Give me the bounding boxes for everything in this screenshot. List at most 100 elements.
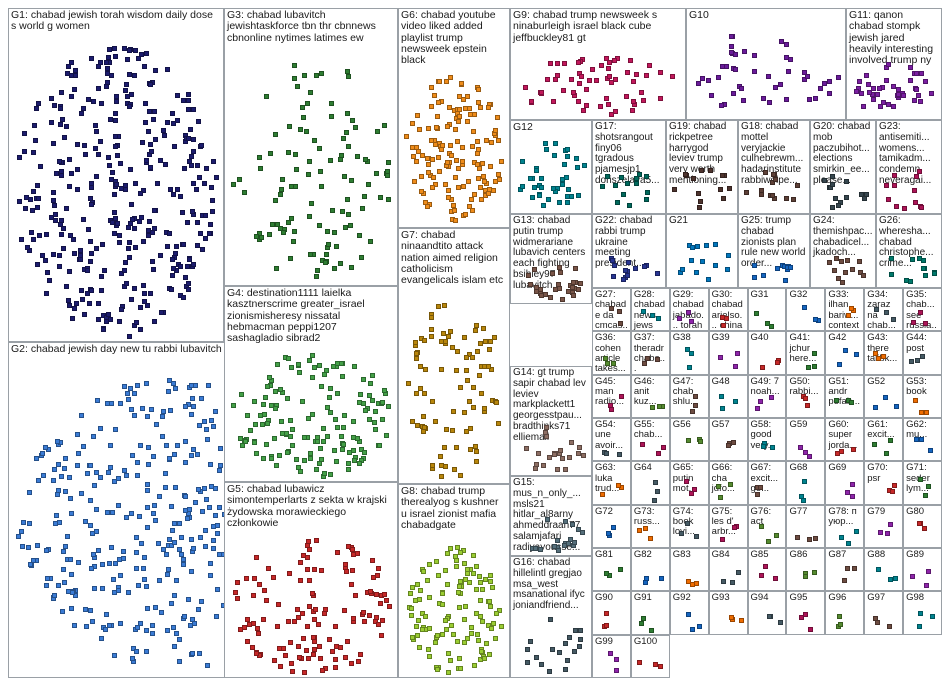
vertex-node	[127, 254, 133, 260]
vertex-node	[615, 199, 621, 205]
vertex-node	[755, 405, 761, 411]
group-panel-g70: G70: psr	[864, 461, 904, 505]
vertex-node	[471, 570, 477, 576]
vertex-node	[54, 171, 60, 177]
vertex-node	[98, 273, 104, 279]
vertex-node	[82, 606, 88, 612]
vertex-node	[354, 550, 360, 556]
vertex-node	[415, 582, 421, 588]
vertex-node	[27, 196, 33, 202]
vertex-node	[932, 270, 938, 276]
vertex-node	[604, 611, 610, 617]
vertex-node	[114, 152, 120, 158]
vertex-node	[901, 92, 907, 98]
vertex-node	[455, 119, 461, 125]
vertex-node	[187, 622, 193, 628]
vertex-node	[293, 167, 299, 173]
vertex-node	[138, 621, 144, 627]
vertex-node	[444, 426, 450, 432]
vertex-node	[613, 668, 619, 674]
vertex-node	[295, 464, 301, 470]
vertex-node	[557, 269, 563, 275]
vertex-node	[621, 191, 627, 197]
vertex-node	[697, 439, 703, 445]
vertex-node	[538, 547, 544, 553]
vertex-node	[409, 585, 415, 591]
vertex-node	[274, 623, 280, 629]
vertex-node	[455, 165, 461, 171]
vertex-node	[844, 194, 849, 200]
vertex-node	[533, 654, 539, 660]
vertex-node	[625, 70, 631, 76]
vertex-node	[925, 484, 931, 490]
vertex-node	[39, 252, 45, 258]
vertex-node	[366, 392, 372, 398]
vertex-node	[612, 262, 618, 268]
vertex-node	[717, 187, 723, 193]
vertex-node	[315, 622, 321, 628]
vertex-node	[877, 85, 883, 91]
vertex-node	[202, 181, 208, 187]
vertex-node	[885, 196, 891, 202]
vertex-node	[72, 593, 78, 599]
group-panel-g40: G40	[747, 331, 787, 375]
vertex-node	[416, 597, 422, 603]
vertex-node	[805, 403, 811, 409]
vertex-node	[328, 101, 334, 107]
vertex-node	[556, 282, 562, 288]
vertex-node	[485, 104, 491, 110]
vertex-node	[26, 520, 32, 526]
group-panel-g65: G65: putin mot...	[669, 461, 709, 505]
vertex-node	[349, 264, 355, 270]
vertex-node	[260, 401, 266, 407]
vertex-node	[632, 265, 638, 271]
vertex-node	[305, 555, 311, 561]
vertex-node	[311, 646, 317, 652]
vertex-node	[233, 589, 239, 595]
group-label: G48	[711, 375, 730, 387]
vertex-node	[348, 177, 354, 183]
vertex-node	[487, 164, 493, 170]
vertex-node	[644, 173, 649, 179]
group-panel-g79: G79	[864, 504, 904, 548]
vertex-node	[296, 614, 302, 620]
vertex-node	[435, 667, 441, 673]
vertex-node	[581, 163, 587, 169]
vertex-node	[96, 301, 102, 307]
vertex-node	[626, 260, 632, 266]
vertex-node	[383, 598, 389, 604]
vertex-node	[344, 638, 350, 644]
vertex-node	[120, 549, 126, 555]
vertex-node	[150, 631, 156, 637]
vertex-node	[142, 576, 148, 582]
vertex-node	[891, 182, 897, 188]
group-label: G83	[672, 549, 691, 560]
vertex-node	[210, 198, 216, 204]
vertex-node	[730, 90, 736, 96]
vertex-node	[627, 58, 633, 64]
vertex-node	[846, 312, 852, 318]
vertex-node	[794, 534, 800, 540]
vertex-node	[189, 395, 195, 401]
vertex-node	[378, 194, 384, 200]
vertex-node	[349, 118, 355, 124]
vertex-node	[420, 428, 426, 434]
vertex-node	[684, 521, 690, 527]
vertex-node	[917, 520, 923, 526]
vertex-node	[736, 570, 742, 576]
vertex-node	[861, 273, 867, 279]
vertex-node	[916, 93, 922, 99]
vertex-node	[107, 47, 113, 53]
vertex-node	[307, 90, 313, 96]
vertex-node	[689, 245, 695, 251]
vertex-node	[266, 232, 272, 238]
vertex-node	[134, 460, 140, 466]
group-panel-g29: G29: chabad jabado... torah wisdo...	[669, 288, 709, 332]
group-panel-g21: G21	[666, 214, 738, 288]
vertex-node	[489, 584, 495, 590]
vertex-node	[297, 654, 303, 660]
vertex-node	[306, 416, 312, 422]
group-panel-g13: G13: chabad putin trump widmerariane lub…	[510, 214, 592, 304]
vertex-node	[346, 73, 352, 79]
vertex-node	[319, 383, 325, 389]
